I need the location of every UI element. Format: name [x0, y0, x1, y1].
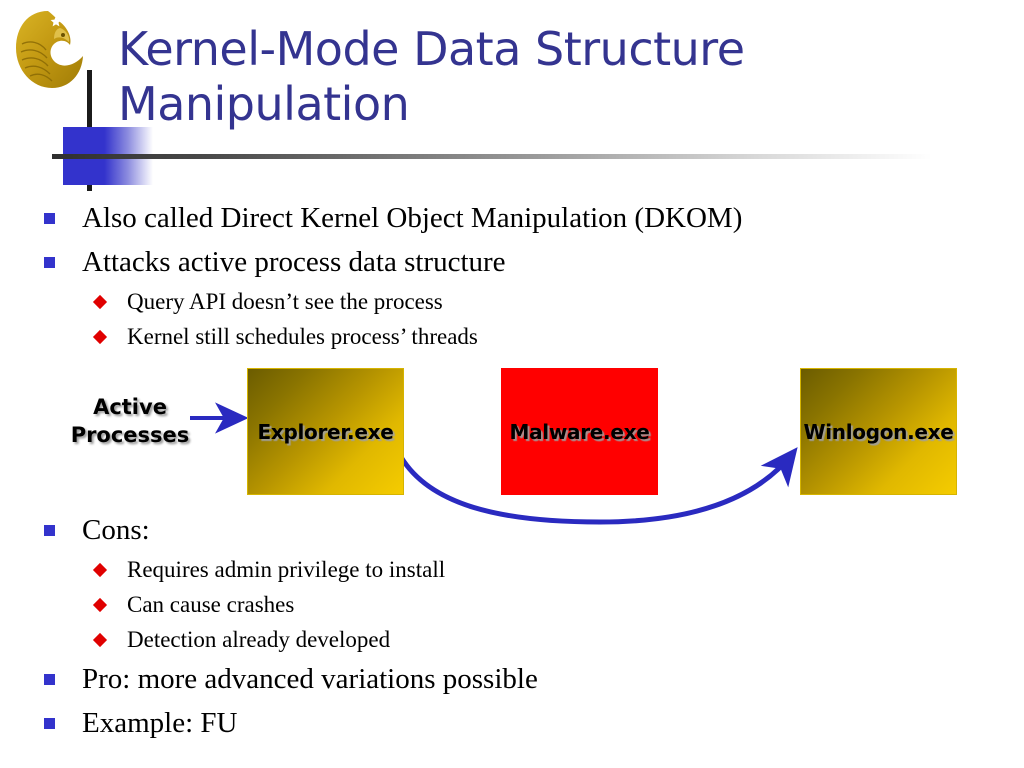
diagram-caption-line1: Active	[93, 395, 167, 419]
bullet-square-icon	[44, 525, 55, 536]
process-box-malware: Malware.exe	[501, 368, 658, 495]
slide-header: Kernel-Mode Data Structure Manipulation	[0, 0, 1024, 195]
list-item-label: Kernel still schedules process’ threads	[127, 324, 478, 349]
bullet-diamond-icon	[92, 329, 108, 345]
process-box-label: Malware.exe	[509, 419, 650, 444]
page-title: Kernel-Mode Data Structure Manipulation	[118, 22, 745, 131]
list-item: Pro: more advanced variations possible	[0, 657, 1024, 701]
list-item-label: Example: FU	[82, 707, 238, 739]
list-item: Example: FU	[0, 701, 1024, 745]
process-box-winlogon: Winlogon.exe	[800, 368, 957, 495]
arrow-explorer-to-winlogon-bypass	[398, 447, 798, 525]
diagram-arrows	[190, 402, 798, 525]
list-item: Detection already developed	[0, 622, 1024, 657]
bullet-diamond-icon	[92, 597, 108, 613]
list-item-label: Query API doesn’t see the process	[127, 289, 443, 314]
process-box-label: Winlogon.exe	[803, 419, 954, 444]
list-item: Attacks active process data structure	[0, 240, 1024, 284]
bullet-diamond-icon	[92, 294, 108, 310]
list-item: Requires admin privilege to install	[0, 552, 1024, 587]
bullet-square-icon	[44, 718, 55, 729]
bullet-diamond-icon	[92, 632, 108, 648]
list-item-label: Requires admin privilege to install	[127, 557, 446, 582]
list-item: Query API doesn’t see the process	[0, 284, 1024, 319]
list-item-label: Attacks active process data structure	[82, 246, 506, 278]
diagram-caption-line2: Processes	[70, 423, 190, 447]
list-item: Kernel still schedules process’ threads	[0, 319, 1024, 354]
bullet-square-icon	[44, 213, 55, 224]
bullet-diamond-icon	[92, 562, 108, 578]
list-item-label: Cons:	[82, 514, 150, 546]
process-list-diagram: Active Processes Explorer.exe Malware.ex…	[0, 355, 1024, 530]
diagram-caption: Active Processes	[60, 393, 200, 449]
list-item-label: Pro: more advanced variations possible	[82, 663, 538, 695]
header-divider-rule	[52, 154, 932, 159]
list-item-label: Detection already developed	[127, 627, 391, 652]
list-item-label: Can cause crashes	[127, 592, 295, 617]
list-item-label: Also called Direct Kernel Object Manipul…	[82, 202, 743, 234]
list-item: Cons:	[0, 508, 1024, 552]
list-item: Also called Direct Kernel Object Manipul…	[0, 196, 1024, 240]
bullet-square-icon	[44, 674, 55, 685]
bullet-square-icon	[44, 257, 55, 268]
process-box-label: Explorer.exe	[257, 419, 394, 444]
bullet-list-top: Also called Direct Kernel Object Manipul…	[0, 196, 1024, 354]
ucf-pegasus-logo-icon	[6, 4, 92, 98]
list-item: Can cause crashes	[0, 587, 1024, 622]
process-box-explorer: Explorer.exe	[247, 368, 404, 495]
bullet-list-bottom: Cons: Requires admin privilege to instal…	[0, 508, 1024, 745]
